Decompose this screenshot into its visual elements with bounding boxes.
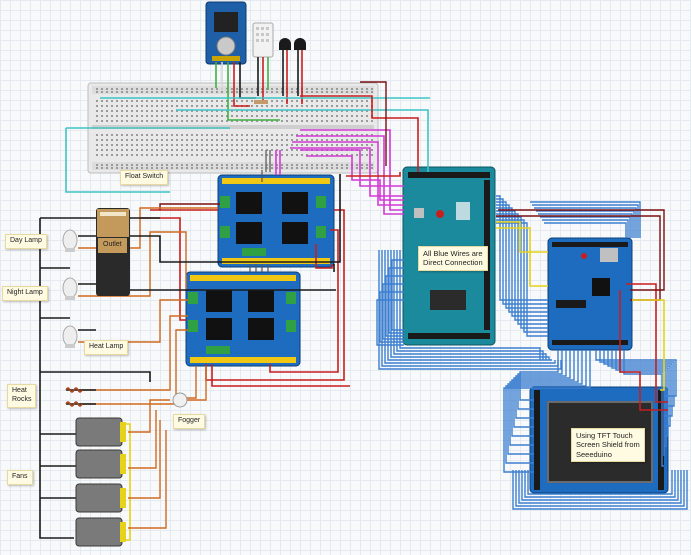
cyan-wire-bundle: [65, 97, 430, 193]
blue-wire-bundle: [376, 195, 688, 510]
outlet-label: Outlet: [98, 238, 127, 253]
heat-rock-coil-2: [65, 401, 83, 407]
fan-motor-4: [75, 517, 126, 547]
blue-wires-note: All Blue Wires are Direct Connection: [418, 246, 488, 271]
temperature-probe-2: [294, 38, 306, 50]
control-wire-bundle: [249, 150, 271, 272]
fan-motor-2: [75, 449, 126, 479]
black-wire-bundle: [39, 174, 341, 539]
dark-red-wire-bundle: [159, 81, 665, 301]
float-switch-label: Float Switch: [120, 170, 169, 185]
heat-rocks-label: Heat Rocks: [7, 384, 37, 408]
temperature-probe-1: [279, 38, 291, 50]
relay-shield-upper: [217, 174, 335, 268]
day-lamp-label: Day Lamp: [5, 234, 47, 249]
fans-label: Fans: [7, 470, 33, 485]
rtc-module: [205, 1, 247, 65]
tft-shield-note: Using TFT Touch Screen Shield from Seeed…: [571, 428, 645, 463]
heat-lamp-label: Heat Lamp: [84, 340, 129, 355]
magenta-wire-bundle: [275, 129, 404, 215]
fogger-device: [172, 392, 188, 408]
yellow-wire-bundle: [124, 221, 665, 541]
night-lamp-label: Night Lamp: [2, 286, 48, 301]
fan-motor-1: [75, 417, 126, 447]
dht-sensor: [252, 22, 274, 58]
breadboard: [87, 82, 379, 174]
heat-rock-coil-1: [65, 387, 83, 393]
seeeduino-board: [547, 237, 633, 351]
fogger-label: Fogger: [173, 414, 206, 429]
night-lamp-bulb: [62, 277, 78, 300]
heat-lamp-bulb: [62, 325, 78, 348]
day-lamp-bulb: [62, 229, 78, 252]
fan-motor-3: [75, 483, 126, 513]
relay-shield-lower: [185, 271, 301, 367]
